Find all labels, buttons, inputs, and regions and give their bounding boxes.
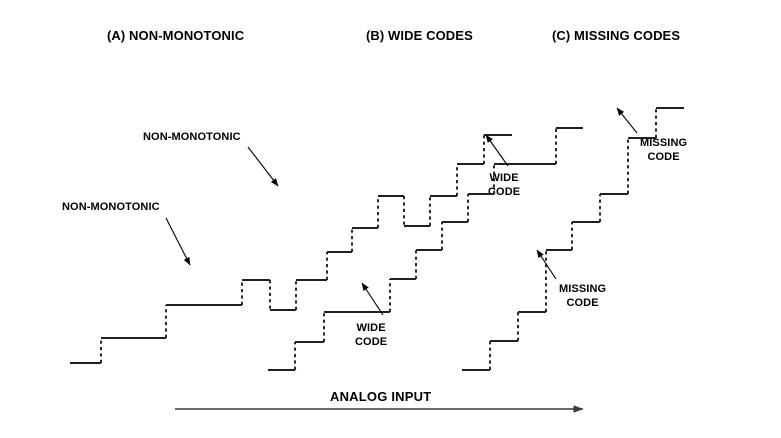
callout-line: NON-MONOTONIC bbox=[62, 201, 160, 213]
callout-non-monotonic-lower: NON-MONOTONIC bbox=[62, 200, 160, 214]
panel-b-staircase bbox=[268, 127, 583, 371]
callout-line: NON-MONOTONIC bbox=[143, 131, 241, 143]
leader-non-monotonic-upper bbox=[247, 146, 279, 187]
panel-b-treads bbox=[268, 127, 583, 371]
panel-c-staircase bbox=[462, 107, 684, 371]
panel-c-treads bbox=[462, 107, 684, 371]
callout-line: WIDE bbox=[489, 172, 519, 184]
analog-input-label: ANALOG INPUT bbox=[330, 389, 432, 404]
panel-a-treads bbox=[70, 134, 512, 364]
panel-a-risers bbox=[100, 135, 485, 363]
callout-line: WIDE bbox=[356, 322, 386, 334]
callout-line: MISSING bbox=[640, 137, 688, 149]
callout-missing-code-upper: MISSING CODE bbox=[640, 136, 687, 164]
callout-wide-code-lower: WIDE CODE bbox=[355, 321, 387, 349]
callout-line: CODE bbox=[488, 186, 521, 198]
leader-missing-code-lower bbox=[536, 249, 557, 280]
callout-line: MISSING bbox=[559, 283, 607, 295]
callout-line: CODE bbox=[355, 336, 388, 348]
panel-c-risers bbox=[489, 108, 657, 370]
panel-c-title: (C) MISSING CODES bbox=[552, 28, 681, 43]
panel-a-staircase bbox=[70, 134, 512, 364]
leader-lines bbox=[165, 107, 638, 316]
leader-wide-code-upper bbox=[485, 134, 509, 167]
callout-line: CODE bbox=[566, 297, 599, 309]
leader-wide-code-lower bbox=[361, 282, 384, 316]
panel-b-risers bbox=[294, 128, 557, 370]
panel-a-title: (A) NON-MONOTONIC bbox=[107, 28, 245, 43]
callout-non-monotonic-upper: NON-MONOTONIC bbox=[143, 130, 241, 144]
leader-non-monotonic-lower bbox=[165, 217, 191, 266]
leader-missing-code-upper bbox=[616, 107, 638, 134]
callout-line: CODE bbox=[647, 151, 680, 163]
callout-missing-code-lower: MISSING CODE bbox=[559, 282, 606, 310]
panel-b-title: (B) WIDE CODES bbox=[366, 28, 473, 43]
callout-wide-code-upper: WIDE CODE bbox=[488, 171, 520, 199]
